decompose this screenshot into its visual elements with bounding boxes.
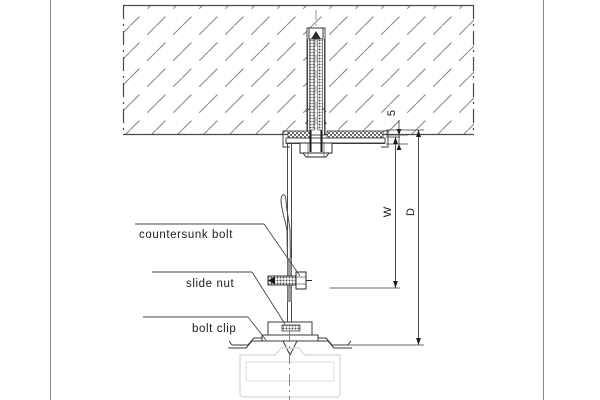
annotation-label-countersunk-bolt: countersunk bolt bbox=[139, 229, 233, 241]
annotation-countersunk-bolt: countersunk bolt bbox=[135, 223, 301, 277]
annotation-label-slide-nut: slide nut bbox=[186, 278, 234, 290]
annotation-slide-nut: slide nut bbox=[152, 271, 286, 325]
perforated-ceiling-plate bbox=[282, 130, 389, 158]
center-line bbox=[289, 10, 317, 400]
bolt-clip-bracket bbox=[228, 321, 352, 357]
dimension-label-w: W bbox=[382, 206, 394, 217]
threaded-anchor-bolt bbox=[305, 27, 327, 136]
dimension-width-w: W bbox=[330, 136, 400, 289]
ghost-panel-outline bbox=[239, 347, 341, 398]
dimension-depth-d: D bbox=[345, 129, 424, 346]
annotation-label-bolt-clip: bolt clip bbox=[192, 323, 236, 335]
slide-nut-assembly bbox=[267, 271, 312, 290]
concrete-slab bbox=[122, 4, 475, 136]
dimension-label-5: 5 bbox=[386, 110, 398, 116]
dimension-label-d: D bbox=[405, 208, 417, 216]
annotation-bolt-clip: bolt clip bbox=[143, 316, 267, 341]
page-frame bbox=[50, 0, 544, 400]
dimension-thickness-5: 5 bbox=[386, 110, 408, 150]
hanger-rod bbox=[287, 143, 292, 332]
hanger-wire-loop bbox=[280, 194, 292, 302]
